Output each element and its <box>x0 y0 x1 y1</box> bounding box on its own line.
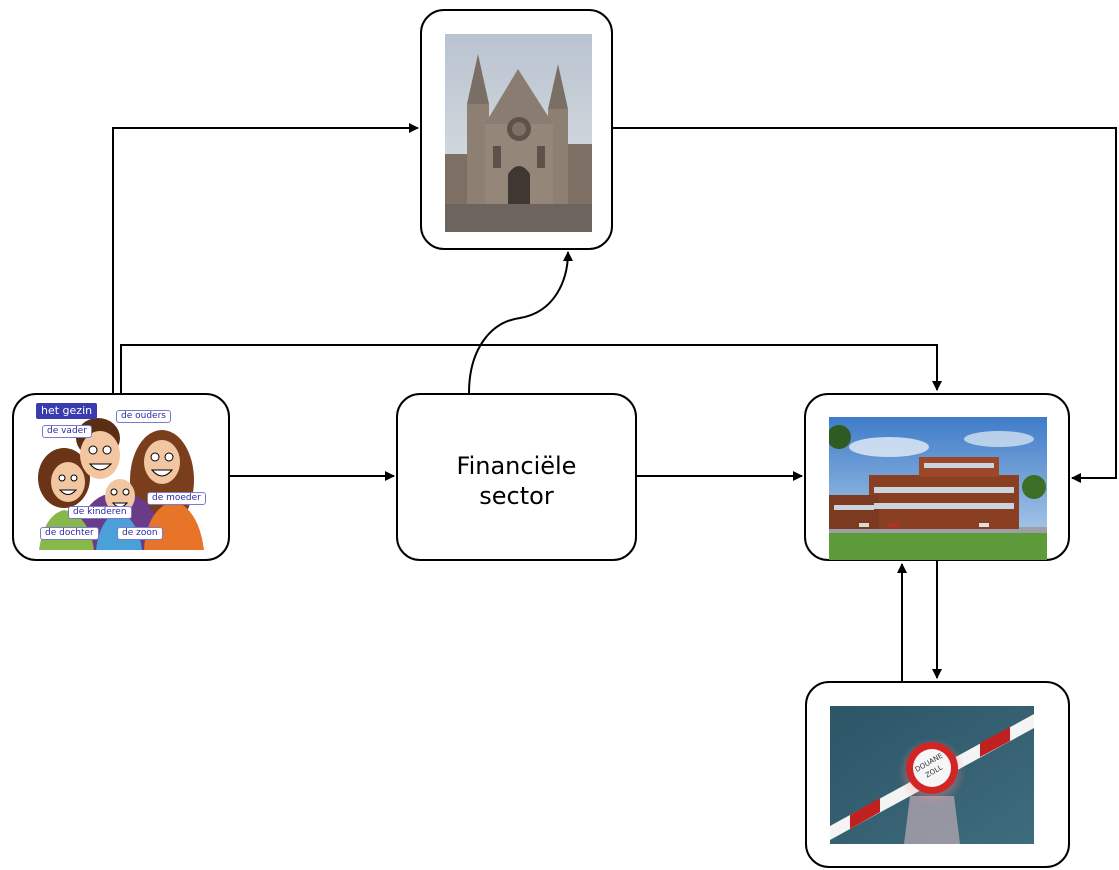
financiele-sector-label-line2: sector <box>479 482 554 510</box>
tag-de-zoon: de zoon <box>117 527 163 540</box>
edge-gezin-to-overheid <box>112 123 419 393</box>
edge-overheid-to-bedrijven <box>613 127 1117 483</box>
ridderzaal-photo <box>445 34 592 232</box>
node-gezin: het gezin de ouders de vader de moeder d… <box>12 393 230 561</box>
tag-de-dochter: de dochter <box>40 527 99 540</box>
tag-de-moeder: de moeder <box>147 492 206 505</box>
edge-financiele-sector-to-overheid <box>468 251 573 394</box>
node-bedrijven <box>804 393 1070 561</box>
tag-de-vader: de vader <box>42 425 92 438</box>
financiele-sector-label: Financiële sector <box>398 451 635 511</box>
tag-het-gezin: het gezin <box>36 403 98 419</box>
financiele-sector-label-line1: Financiële <box>456 452 577 480</box>
office-building-photo <box>829 417 1047 560</box>
node-financiele-sector: Financiële sector <box>396 393 637 561</box>
node-buitenland: DOUANE ZOLL <box>805 681 1070 868</box>
tag-de-ouders: de ouders <box>116 410 171 423</box>
edge-gezin-to-bedrijven-top <box>120 344 942 393</box>
customs-sign-photo: DOUANE ZOLL <box>830 706 1034 844</box>
node-overheid <box>420 9 613 250</box>
tag-de-kinderen: de kinderen <box>68 506 132 519</box>
